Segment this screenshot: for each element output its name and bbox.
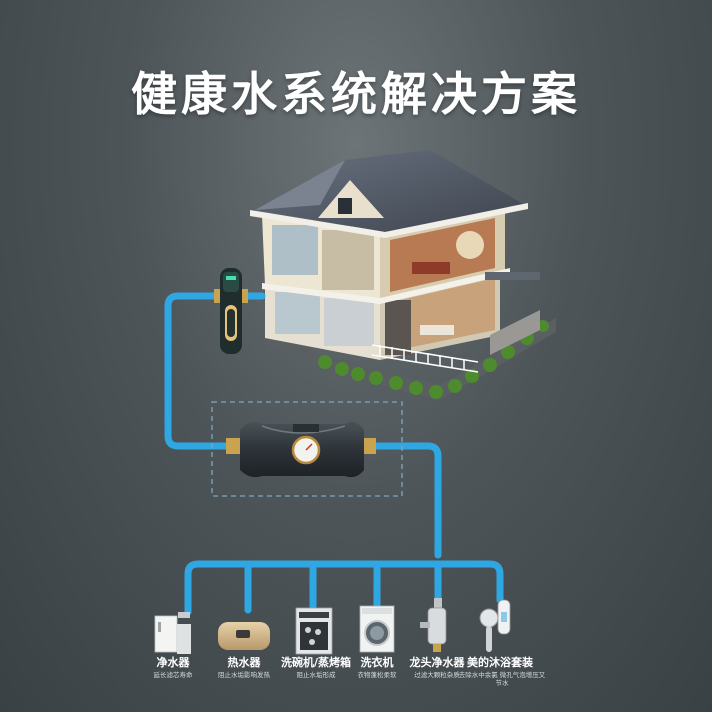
appliance-water-purifier	[154, 612, 191, 654]
roof-main	[255, 150, 525, 232]
upper-bathroom	[272, 225, 318, 275]
appliance-washing-machine	[359, 605, 395, 653]
central-filter-highlight-frame	[211, 401, 403, 497]
bed	[412, 262, 450, 274]
attic-window	[338, 198, 352, 214]
living-room	[388, 278, 495, 352]
floor-slab	[262, 268, 510, 304]
house-illustration	[250, 150, 556, 400]
stone-chimney-wall	[385, 300, 411, 355]
label-faucet-purifier: 龙头净水器	[409, 656, 465, 669]
porch-railing	[371, 344, 479, 373]
roof-eave-left	[250, 210, 385, 238]
label-dishwasher: 洗碗机/蒸烤箱	[280, 656, 352, 669]
pipe-prefilter-loop	[164, 292, 232, 450]
central-prefilter-unit	[226, 422, 376, 478]
desc-water-heater: 阻止水垢影响发热	[218, 671, 270, 679]
upper-study	[322, 230, 374, 290]
label-water-purifier: 净水器	[156, 656, 190, 669]
label-shower-set: 美的沐浴套装	[467, 656, 533, 669]
appliance-water-heater	[218, 622, 270, 650]
desc-faucet-purifier: 过滤大颗粒杂质	[414, 671, 460, 679]
roof-left-face	[255, 160, 345, 210]
label-water-heater: 热水器	[227, 656, 261, 669]
bathroom-room	[275, 292, 320, 334]
appliance-shower-set	[479, 599, 511, 652]
sofa	[420, 325, 454, 335]
desc-dishwasher: 阻止水垢形成	[296, 671, 336, 679]
pipe-to-distribution	[368, 442, 442, 559]
page-title: 健康水系统解决方案	[131, 67, 581, 121]
kitchen-room	[324, 298, 374, 346]
prefilter-device	[214, 268, 248, 354]
appliance-dishwasher	[295, 607, 333, 655]
desc-shower-set: 去除水中余氯 微孔气泡增压又节水	[458, 671, 546, 687]
water-pipes	[164, 292, 504, 616]
porch-steps	[490, 310, 540, 355]
desc-water-purifier: 延长滤芯寿命	[153, 671, 193, 679]
label-washing-machine: 洗衣机	[360, 656, 394, 669]
desc-washing-machine: 衣物蓬松柔软	[357, 671, 397, 679]
appliance-faucet-purifier	[420, 598, 447, 652]
pipe-manifold	[184, 560, 504, 616]
bedroom-arch	[456, 231, 484, 259]
roof-eave-right	[385, 203, 528, 238]
porch-roof	[485, 272, 540, 280]
